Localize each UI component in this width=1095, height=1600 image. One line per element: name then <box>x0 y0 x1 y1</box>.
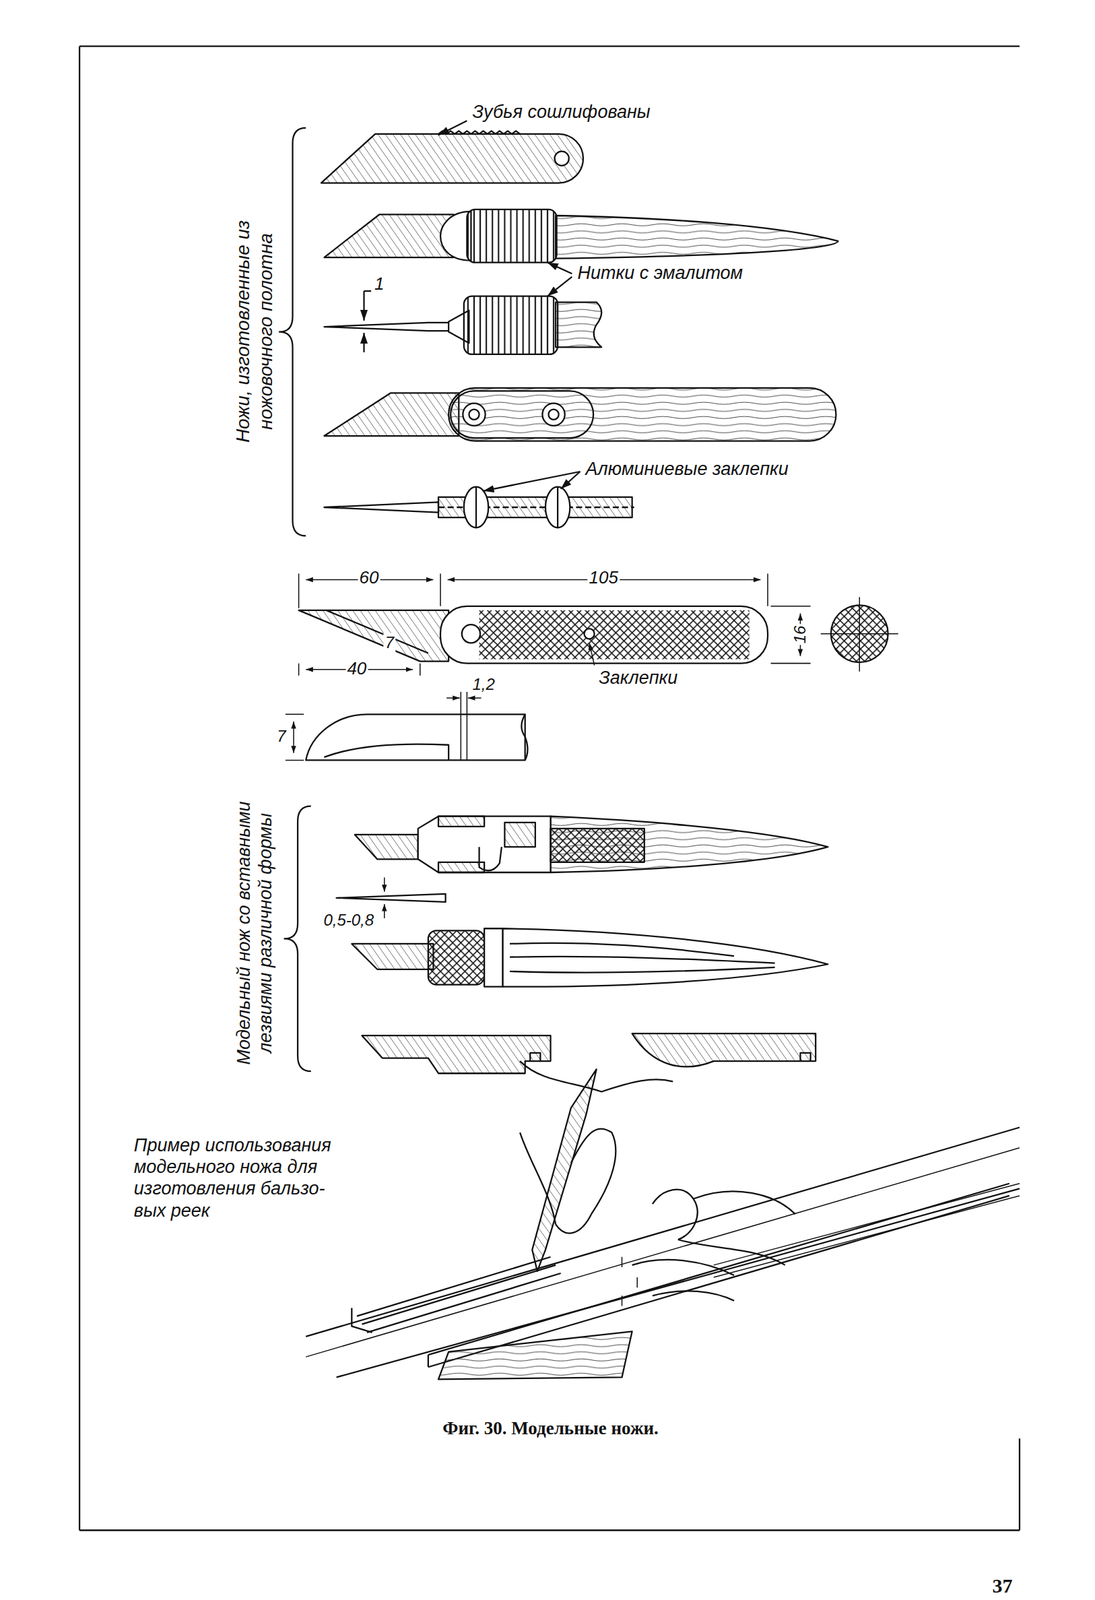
label: 105 <box>587 567 620 589</box>
knife <box>323 209 838 297</box>
label: Пример использования модельного ножа для… <box>132 1134 340 1222</box>
blade-detail <box>285 691 528 760</box>
label: 1 <box>373 273 386 295</box>
label: Заклепки <box>597 666 679 689</box>
figure-caption: Фиг. 30. Модельные ножи. <box>442 1416 659 1438</box>
knife-drawing <box>299 573 899 675</box>
bracket <box>279 127 312 1071</box>
label: 7 <box>383 632 396 652</box>
label: 7 <box>275 726 287 747</box>
label: Модельный нож со вставными лезвиями разл… <box>233 773 277 1093</box>
usage-scene <box>305 1060 1020 1379</box>
label: Зубья сошлифованы <box>470 101 652 123</box>
label: 60 <box>358 567 381 589</box>
knife <box>323 290 602 355</box>
knife <box>323 471 634 528</box>
label: 1,2 <box>470 674 496 695</box>
blade <box>361 1033 816 1073</box>
label: 16 <box>790 623 811 645</box>
page-frame <box>79 46 1020 1531</box>
knife <box>351 927 828 986</box>
page-number: 37 <box>991 1573 1015 1598</box>
knife-section <box>354 816 828 873</box>
label: Нитки с эмалитом <box>575 261 745 284</box>
label: 40 <box>345 658 368 680</box>
label: Алюминиевые заклепки <box>584 457 790 480</box>
blade <box>321 120 584 183</box>
label: Ножи, изготовленные из ножовочного полот… <box>232 192 278 471</box>
knife <box>323 387 836 442</box>
label: 0,5-0,8 <box>321 910 376 931</box>
